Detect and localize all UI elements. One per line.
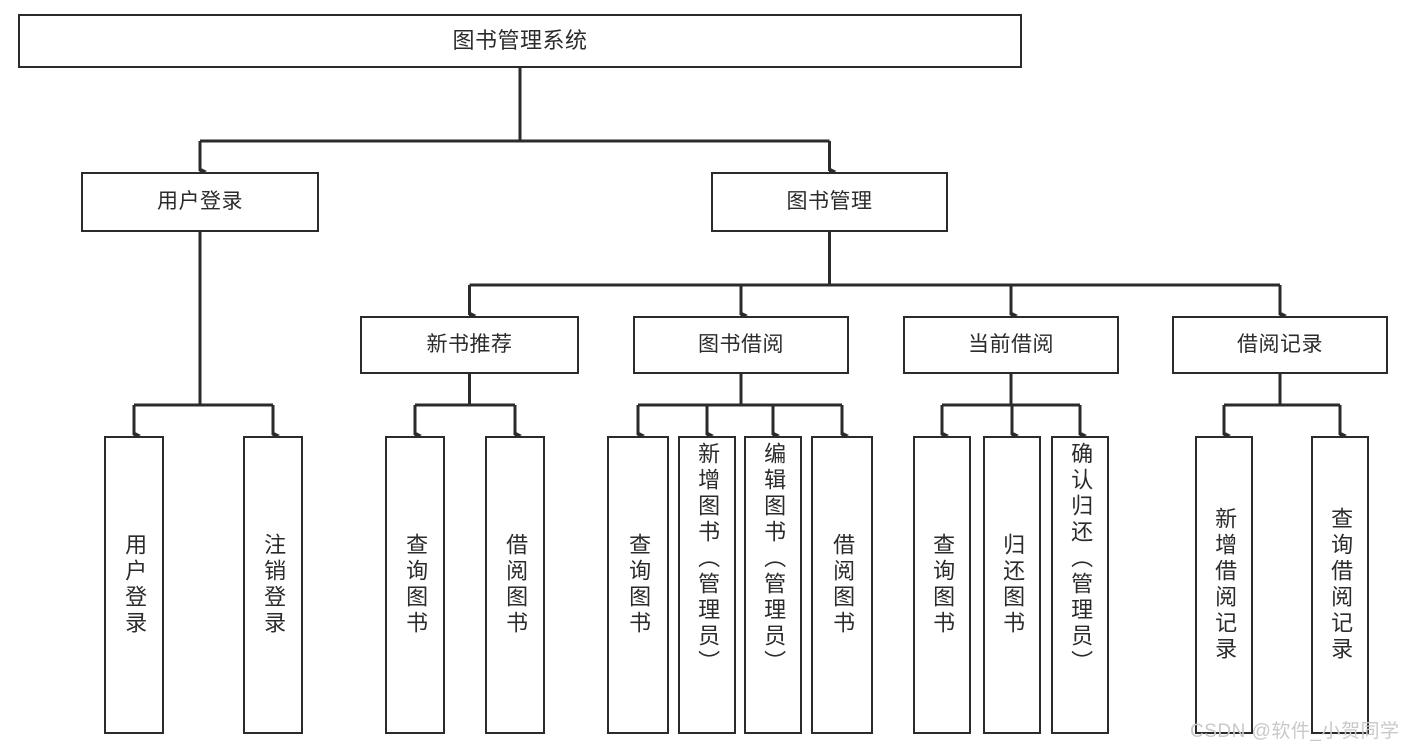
node-root[interactable]: 图书管理系统 <box>18 14 1022 68</box>
node-bookmgmt[interactable]: 图书管理 <box>711 172 948 232</box>
node-label: 图书借阅 <box>698 332 784 356</box>
node-label: 借阅图书 <box>830 533 856 637</box>
node-leaf-cur-3[interactable]: 确认归还（管理员） <box>1051 436 1109 734</box>
node-label: 借阅记录 <box>1237 332 1323 356</box>
node-label: 新增借阅记录 <box>1212 507 1238 663</box>
node-leaf-borrow-4[interactable]: 借阅图书 <box>811 436 873 734</box>
node-label: 新书推荐 <box>426 332 513 356</box>
node-leaf-new-2[interactable]: 借阅图书 <box>485 436 545 734</box>
node-leaf-login-1[interactable]: 用户登录 <box>104 436 164 734</box>
node-current[interactable]: 当前借阅 <box>903 316 1119 374</box>
node-label: 编辑图书（管理员） <box>761 442 787 676</box>
node-label: 新增图书（管理员） <box>695 442 721 676</box>
node-leaf-borrow-2[interactable]: 新增图书（管理员） <box>678 436 736 734</box>
node-records[interactable]: 借阅记录 <box>1172 316 1388 374</box>
node-leaf-new-1[interactable]: 查询图书 <box>385 436 445 734</box>
node-label: 确认归还（管理员） <box>1068 442 1094 676</box>
node-leaf-borrow-3[interactable]: 编辑图书（管理员） <box>744 436 802 734</box>
node-label: 当前借阅 <box>968 332 1054 356</box>
node-leaf-rec-1[interactable]: 新增借阅记录 <box>1195 436 1253 734</box>
node-label: 用户登录 <box>157 189 243 213</box>
node-leaf-rec-2[interactable]: 查询借阅记录 <box>1311 436 1369 734</box>
node-label: 图书管理 <box>786 189 873 213</box>
node-label: 查询图书 <box>403 533 429 637</box>
node-label: 查询借阅记录 <box>1328 507 1354 663</box>
edge-group <box>132 68 1348 439</box>
node-label: 用户登录 <box>122 533 148 637</box>
node-label: 注销登录 <box>261 533 287 637</box>
node-label: 查询图书 <box>626 533 652 637</box>
node-label: 查询图书 <box>930 533 956 637</box>
node-login[interactable]: 用户登录 <box>81 172 319 232</box>
node-newbook[interactable]: 新书推荐 <box>360 316 579 374</box>
node-label: 图书管理系统 <box>452 28 588 54</box>
node-leaf-cur-2[interactable]: 归还图书 <box>983 436 1041 734</box>
node-leaf-borrow-1[interactable]: 查询图书 <box>607 436 669 734</box>
node-leaf-login-2[interactable]: 注销登录 <box>243 436 303 734</box>
node-borrow[interactable]: 图书借阅 <box>633 316 849 374</box>
node-label: 借阅图书 <box>503 533 529 637</box>
node-leaf-cur-1[interactable]: 查询图书 <box>913 436 971 734</box>
node-label: 归还图书 <box>1000 533 1026 637</box>
